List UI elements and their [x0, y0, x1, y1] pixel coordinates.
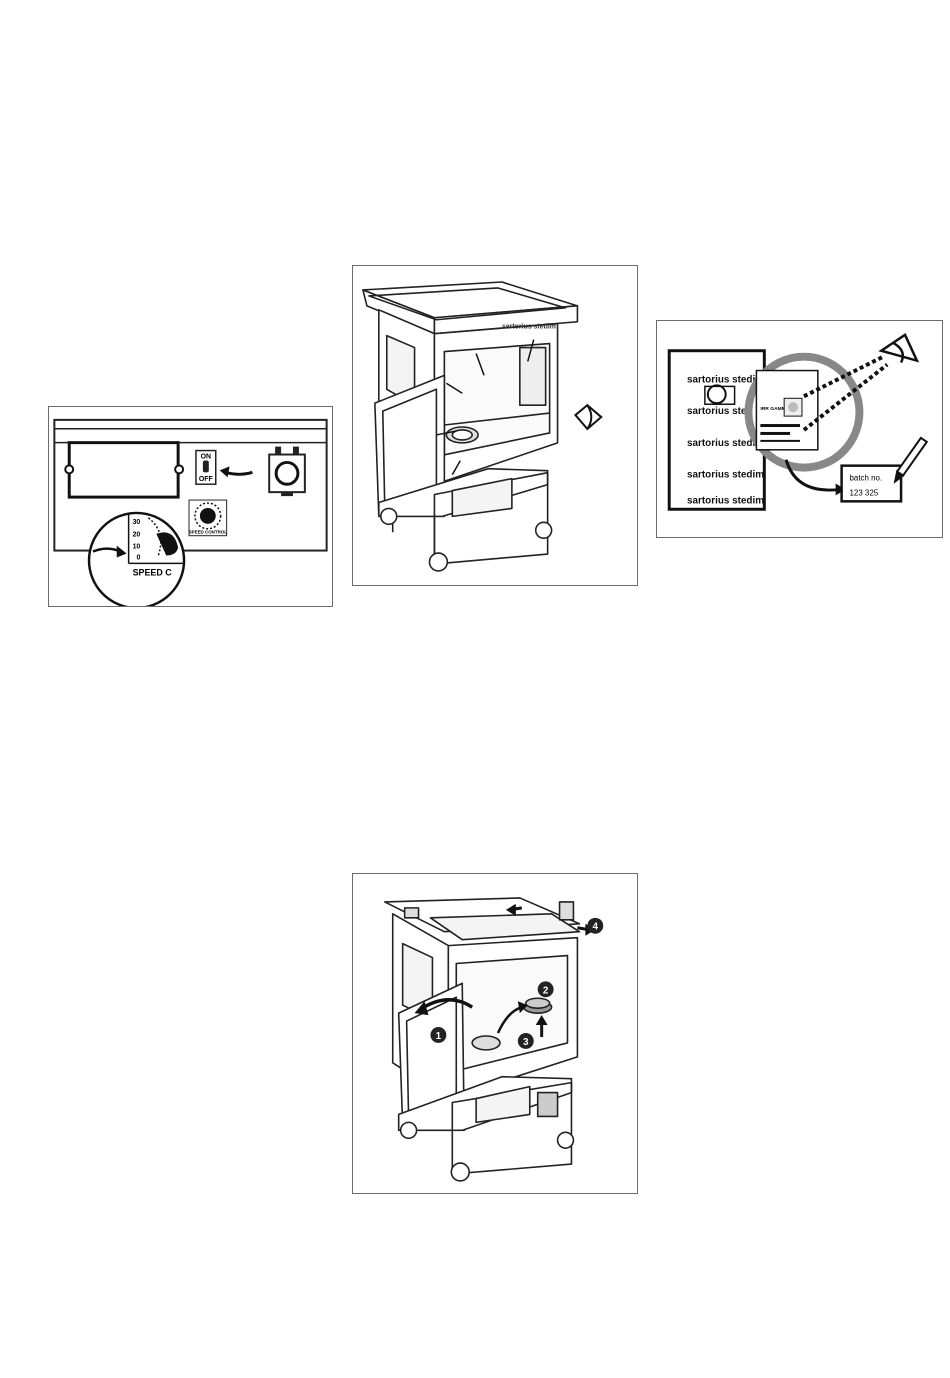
push-button-icon [269, 447, 305, 497]
step-1-label: 1 [436, 1031, 442, 1042]
dial-caption: SPEED C [133, 567, 173, 577]
brand-line-5: sartorius stedim [687, 495, 764, 506]
step-4-marker: 4 [587, 918, 603, 934]
eye-icon [881, 335, 917, 363]
switch-off-label: OFF [199, 476, 213, 483]
eye-icon [575, 405, 601, 429]
brand-line-4: sartorius stedim [687, 470, 764, 481]
cart-open-illustration: sartorius stedim [353, 266, 637, 585]
dial-tick-30: 30 [133, 519, 141, 526]
switch-on-label: ON [201, 453, 211, 460]
cart-assembly-figure: 1 2 3 4 [352, 873, 638, 1194]
dial-tick-10: 10 [133, 544, 141, 551]
step-2-marker: 2 [538, 981, 554, 997]
step-1-marker: 1 [430, 1027, 446, 1043]
control-panel-illustration: ON OFF SPEED CONTROL 30 20 [49, 407, 332, 606]
batch-label-figure: sartorius stedim sartorius stedim sartor… [656, 320, 943, 538]
on-off-switch-icon: ON OFF [196, 451, 216, 485]
batch-label-illustration: sartorius stedim sartorius stedim sartor… [657, 321, 942, 537]
batch-number: 123 325 [850, 488, 879, 497]
control-panel-figure: ON OFF SPEED CONTROL 30 20 [48, 406, 333, 607]
small-knob-caption: SPEED CONTROL [189, 530, 228, 535]
dial-tick-20: 20 [133, 532, 141, 539]
cart-brand-label: sartorius stedim [502, 324, 556, 331]
step-3-label: 3 [523, 1037, 529, 1048]
pencil-icon [895, 438, 927, 482]
cart-assembly-illustration: 1 2 3 4 [353, 874, 637, 1193]
step-3-marker: 3 [518, 1033, 534, 1049]
batch-label: batch no. [850, 474, 883, 483]
step-2-label: 2 [543, 985, 549, 996]
step-4-label: 4 [593, 922, 599, 933]
speed-control-knob-icon: SPEED CONTROL [189, 500, 228, 536]
display-window [69, 443, 178, 497]
cart-open-door-figure: sartorius stedim [352, 265, 638, 586]
dial-tick-0: 0 [137, 554, 141, 561]
speed-dial-magnifier: 30 20 10 0 SPEED C [89, 513, 184, 606]
